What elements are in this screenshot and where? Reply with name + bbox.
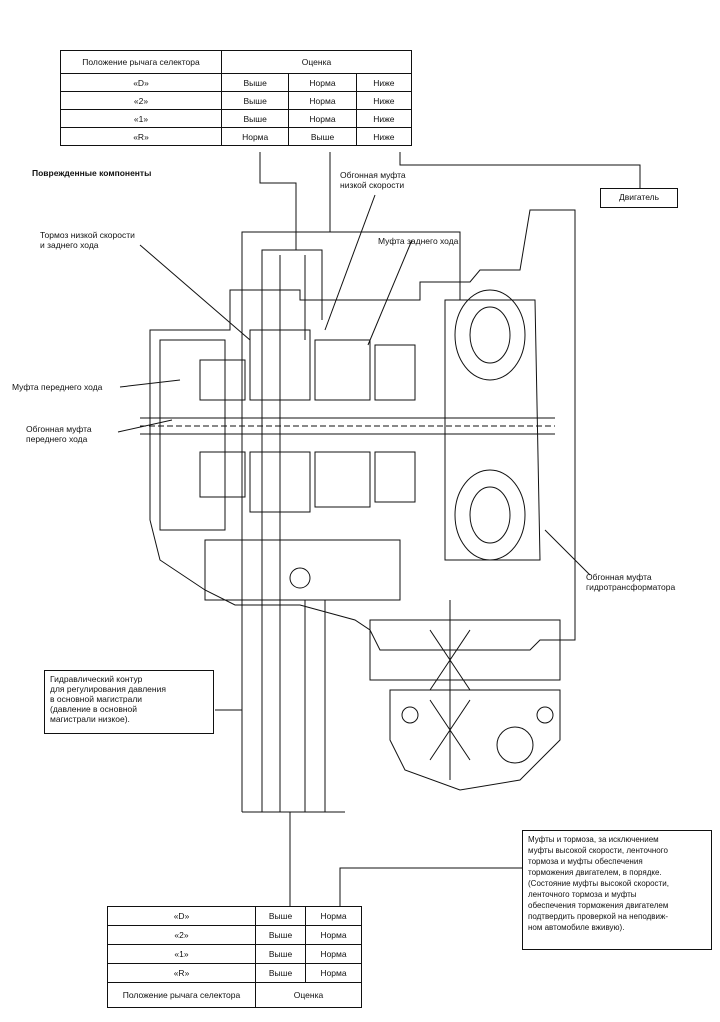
header-selector-position: Положение рычага селектора (60, 50, 222, 74)
top-evaluation-table: Положение рычага селектора Оценка «D» Вы… (60, 50, 413, 146)
table-row: «D» Выше Норма Ниже (60, 73, 413, 92)
damaged-components-label: Поврежденные компоненты (32, 168, 152, 178)
bottom-evaluation-table: «D» Выше Норма «2» Выше Норма «1» Выше Н… (107, 906, 362, 1008)
connector-line (399, 152, 641, 188)
footer-evaluation: Оценка (255, 982, 362, 1008)
clutches-brakes-note-box: Муфты и тормоза, за исключением муфты вы… (522, 830, 712, 950)
connector-line (241, 231, 330, 810)
connector-line (330, 231, 461, 300)
connector-line (259, 152, 297, 250)
converter-overrun-clutch-label: Обгонная муфта гидротрансформатора (586, 572, 676, 592)
table-row: «2» Выше Норма (107, 925, 362, 945)
hydraulic-circuit-box: Гидравлический контур для регулирования … (44, 670, 214, 734)
table-row: «R» Выше Норма (107, 963, 362, 983)
header-evaluation: Оценка (221, 50, 412, 74)
connector-line (296, 249, 323, 320)
table-row: «1» Выше Норма (107, 944, 362, 964)
forward-overrun-clutch-label: Обгонная муфта переднего хода (26, 424, 92, 444)
table-row: «1» Выше Норма Ниже (60, 109, 413, 128)
low-reverse-brake-label: Тормоз низкой скорости и заднего хода (40, 230, 135, 250)
connector-line (261, 249, 296, 800)
forward-clutch-label: Муфта переднего хода (12, 382, 103, 392)
table-row: «2» Выше Норма Ниже (60, 91, 413, 110)
footer-selector-position: Положение рычага селектора (107, 982, 256, 1008)
low-overrun-clutch-label: Обгонная муфта низкой скорости (340, 170, 406, 190)
engine-box: Двигатель (600, 188, 678, 208)
table-row: «R» Норма Выше Ниже (60, 127, 413, 146)
reverse-clutch-label: Муфта заднего хода (378, 236, 459, 246)
table-row: «D» Выше Норма (107, 906, 362, 926)
